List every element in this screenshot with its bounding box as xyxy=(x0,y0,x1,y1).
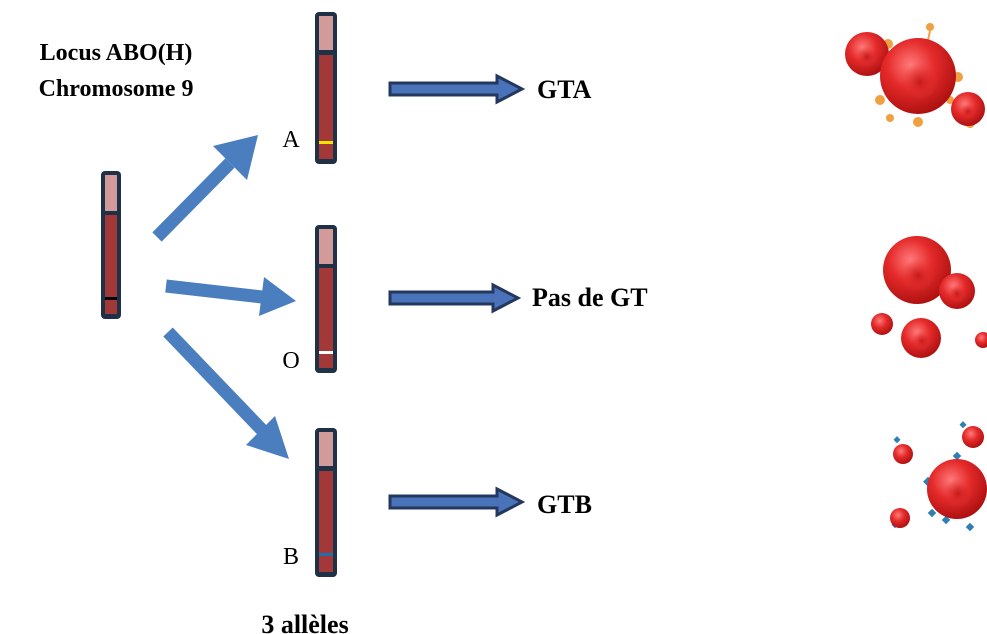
alleles-count-caption: 3 allèles xyxy=(261,610,348,634)
source-allele-band xyxy=(105,297,117,300)
chromosome-A xyxy=(315,12,337,164)
red-cells-group-O xyxy=(871,236,987,358)
product-label-A: GTA xyxy=(537,75,592,104)
allele-O-label: O xyxy=(282,348,299,374)
allele-B-label: B xyxy=(283,544,299,570)
allele-B-band xyxy=(319,553,333,556)
arrow-to-O xyxy=(165,277,296,316)
product-arrow-O xyxy=(388,282,522,314)
product-label-B: GTB xyxy=(537,490,592,519)
product-arrow-A xyxy=(388,73,526,105)
allele-O-band xyxy=(319,351,333,354)
red-cells-group-B xyxy=(890,421,987,532)
allele-A-band xyxy=(319,141,333,144)
allele-A-label: A xyxy=(282,127,300,153)
chromosome-title: Chromosome 9 xyxy=(39,76,194,102)
product-arrow-B xyxy=(388,486,526,518)
product-label-O: Pas de GT xyxy=(532,283,648,312)
divergence-arrows xyxy=(152,135,296,459)
locus-title: Locus ABO(H) xyxy=(40,40,193,66)
arrow-to-A xyxy=(152,135,258,242)
chromosome-O xyxy=(315,225,337,373)
chromosome-B xyxy=(315,428,337,577)
arrow-to-B xyxy=(163,327,289,459)
source-chromosome xyxy=(101,171,121,319)
red-cells-group-A xyxy=(845,23,985,128)
